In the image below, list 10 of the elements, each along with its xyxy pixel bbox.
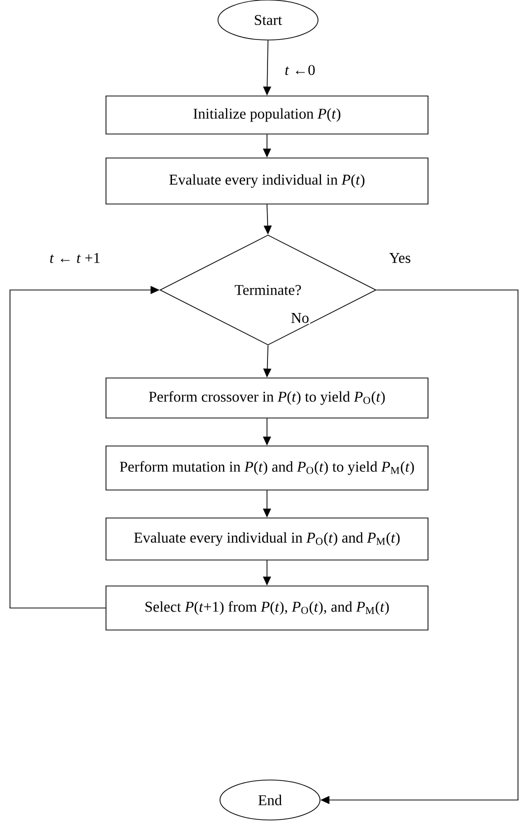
edge-label: t ←0 <box>284 64 316 76</box>
process-box: Evaluate every individual in P(t) <box>106 158 428 204</box>
edge-label: t ← t +1 <box>48 252 102 264</box>
edge-label: No <box>290 312 310 324</box>
process-box: Perform mutation in P(t) and P$_{O}$(t) to yield P$_{M}$(t) <box>106 446 428 490</box>
process-box: Perform crossover in P(t) to yield P$_{O}$(t) <box>106 378 428 418</box>
process-box: Initialize population P(t) <box>106 96 428 134</box>
edge-label: Yes <box>388 252 412 264</box>
process-box: Evaluate every individual in P$_{O}$(t) and P$_{M}$(t) <box>106 518 428 560</box>
process-box: Select P(t+1) from P(t), P$_{O}$(t), and P$_{M}$(t) <box>106 586 428 630</box>
